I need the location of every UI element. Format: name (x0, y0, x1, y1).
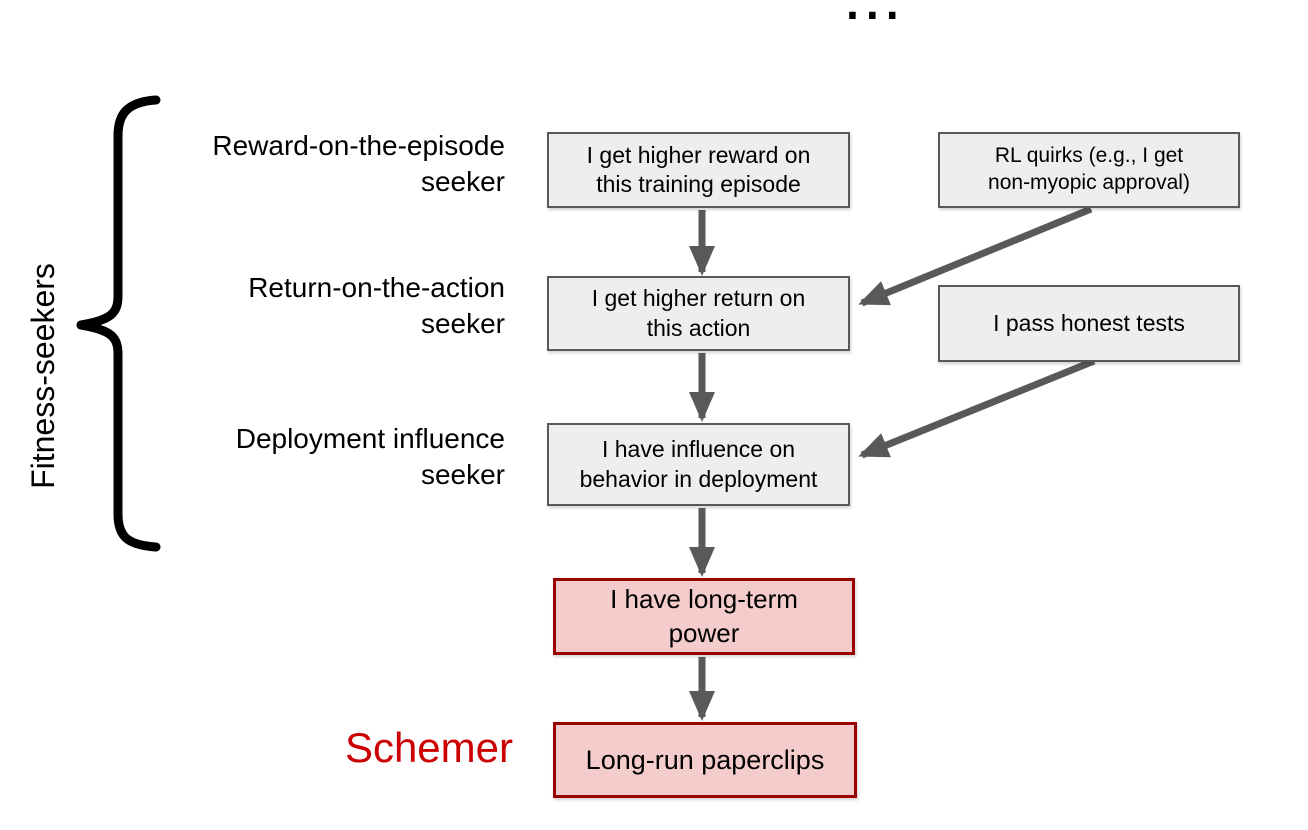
label-deployment-influence-seeker: Deployment influence seeker (235, 423, 505, 491)
node-text: I get higher reward on (586, 141, 811, 168)
node-honest-tests: I pass honest tests (938, 285, 1240, 362)
label-reward-on-the-episode-seeker: Reward-on-the-episode seeker (212, 130, 505, 198)
node-text: RL quirks (e.g., I get (994, 144, 1184, 168)
arrow-tests-to-influence (858, 357, 1096, 459)
node-text: I get higher return on (591, 285, 806, 312)
node-text: I have long-term (610, 584, 798, 615)
label-schemer: Schemer (344, 724, 513, 771)
node-text: behavior in deployment (579, 465, 818, 492)
node-text: power (668, 617, 740, 648)
node-return-action: I get higher return on this action (547, 276, 850, 351)
node-rl-quirks: RL quirks (e.g., I get non-myopic approv… (938, 132, 1240, 208)
fitness-seekers-group-label: Fitness-seekers (25, 263, 61, 489)
node-text: this action (646, 314, 751, 341)
node-long-run-paperclips: Long-run paperclips (553, 722, 857, 798)
node-reward-episode: I get higher reward on this training epi… (547, 132, 850, 208)
fitness-seekers-brace (76, 95, 161, 552)
continuation-ellipsis: ... (843, 0, 903, 30)
node-influence-deployment: I have influence on behavior in deployme… (547, 423, 850, 506)
node-text: I pass honest tests (993, 309, 1185, 336)
node-text: Long-run paperclips (585, 744, 825, 775)
label-return-on-the-action-seeker: Return-on-the-action seeker (248, 272, 505, 340)
node-text: I have influence on (601, 436, 796, 463)
node-long-term-power: I have long-term power (553, 578, 855, 655)
node-text: this training episode (596, 171, 801, 197)
node-text: non-myopic approval) (988, 171, 1190, 194)
